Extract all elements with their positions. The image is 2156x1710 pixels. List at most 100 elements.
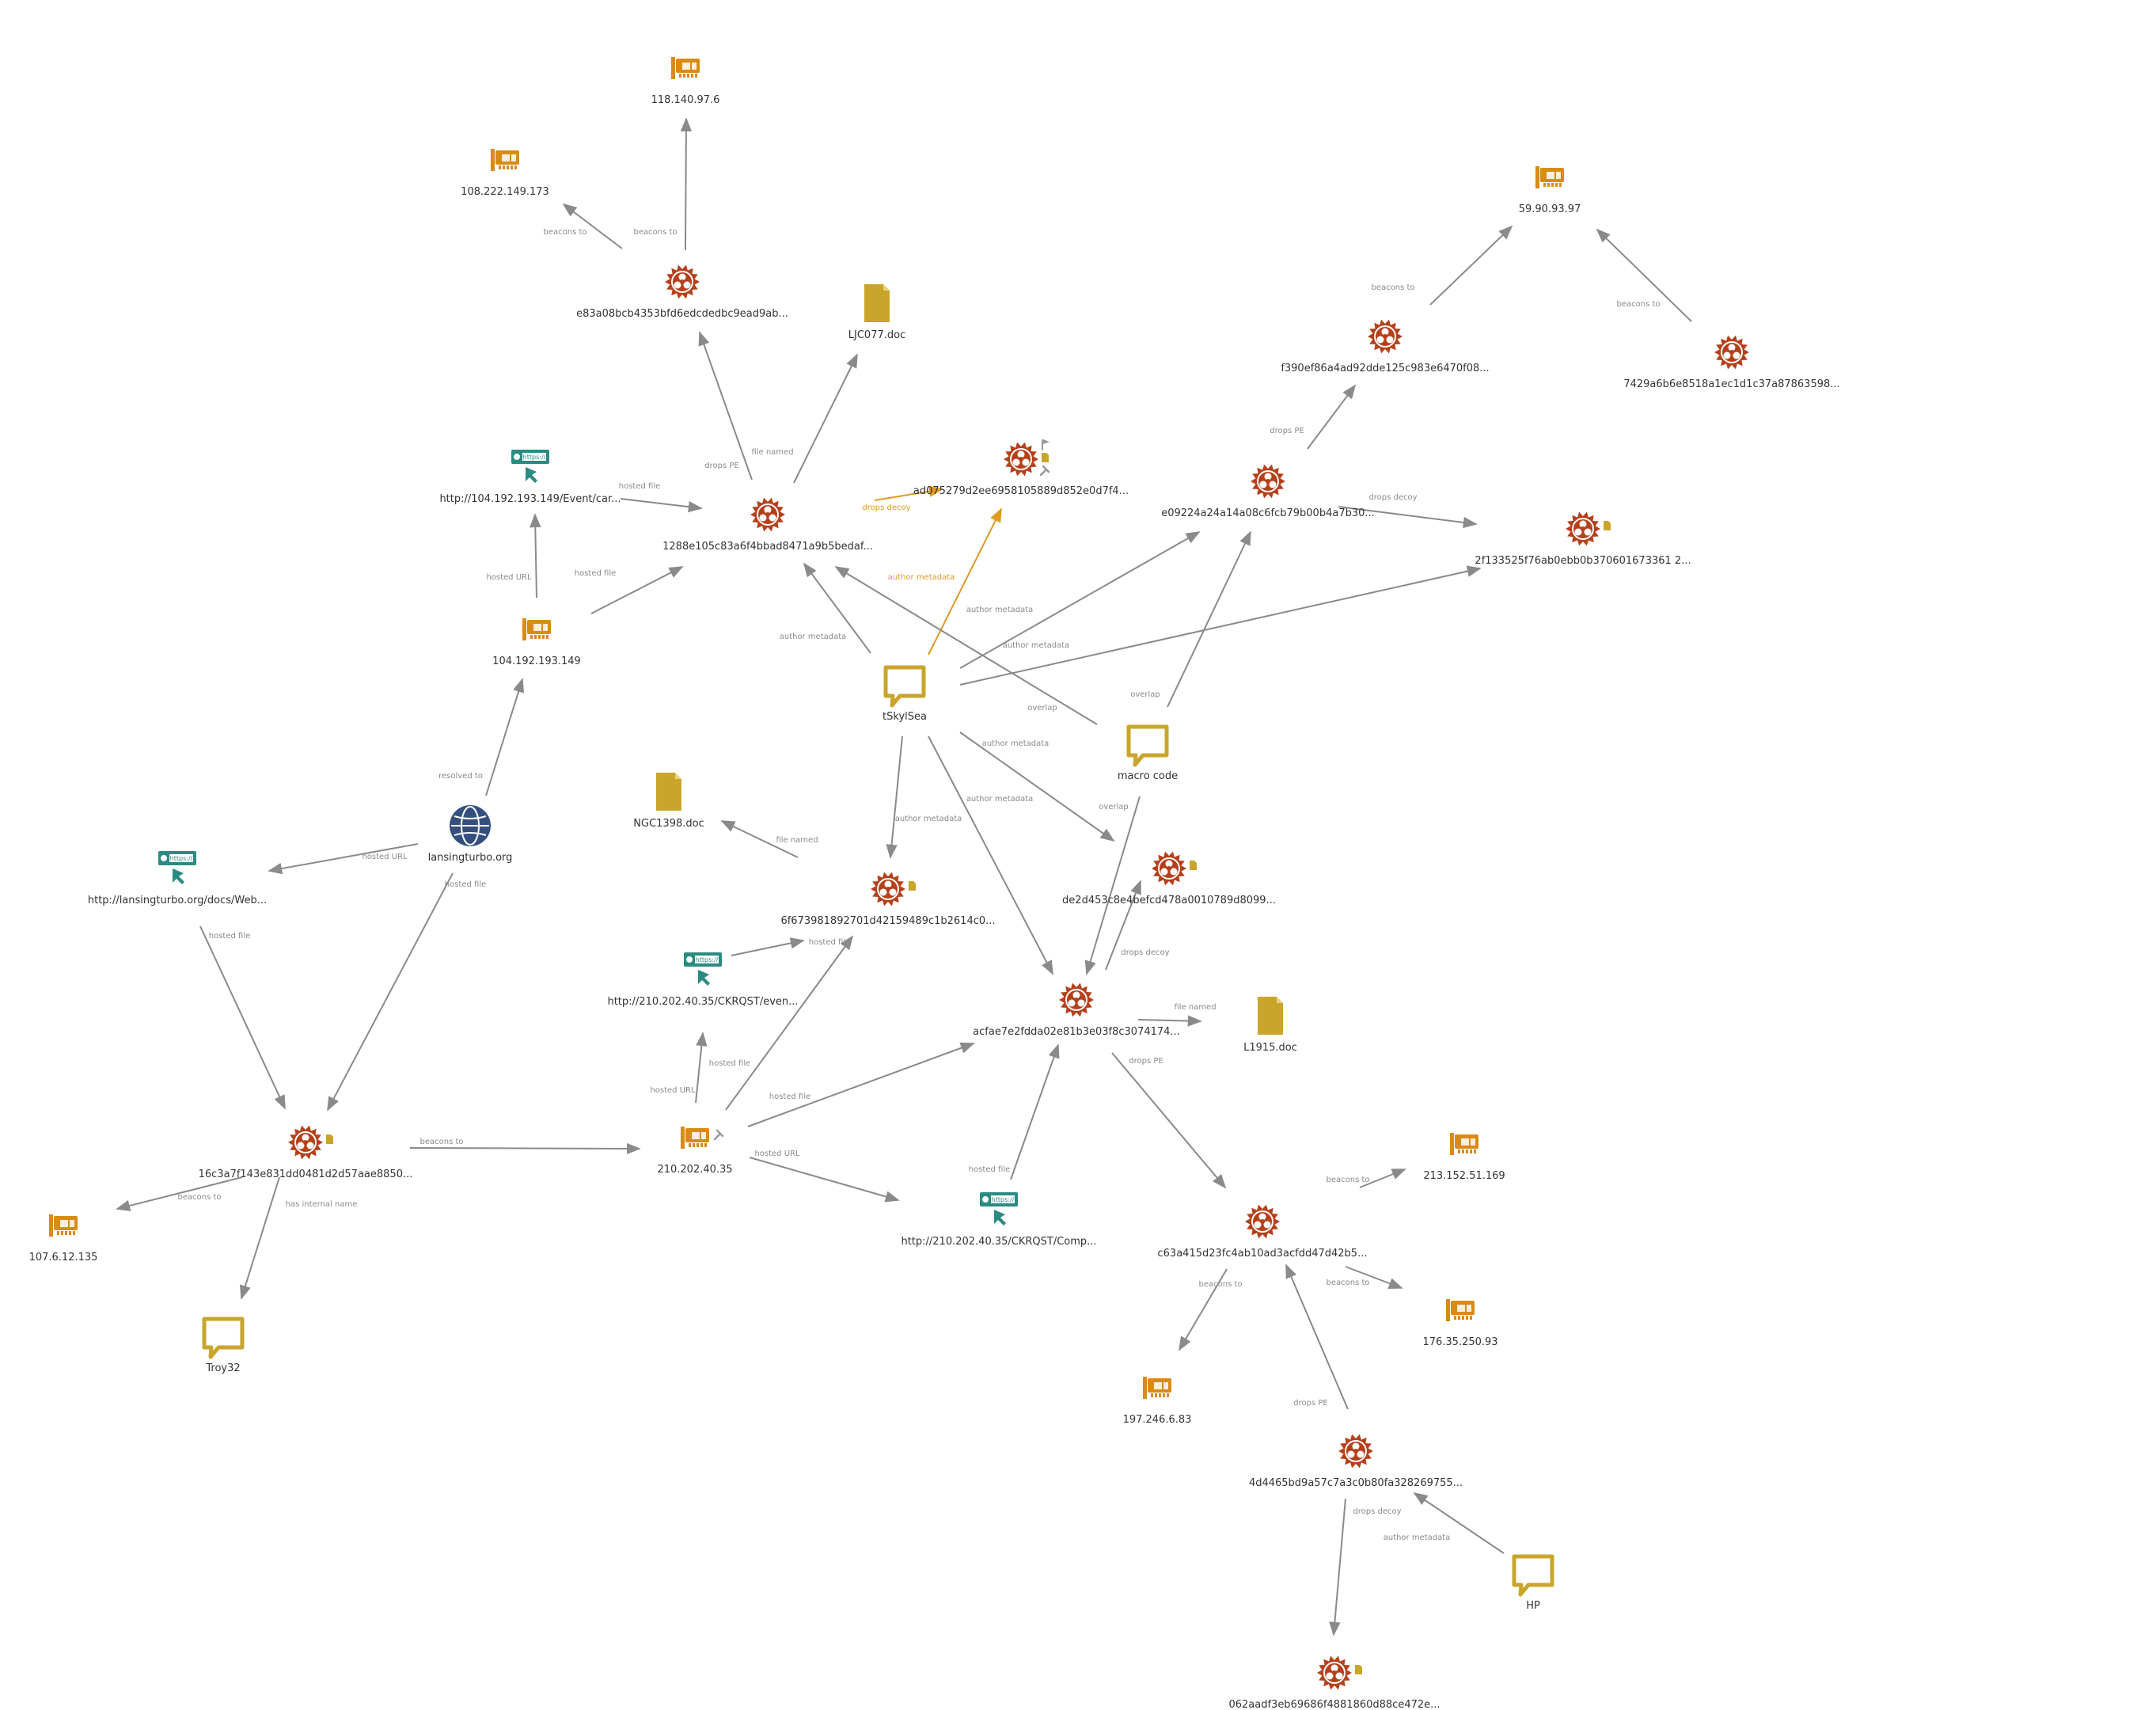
node-ip2[interactable]: 108.222.149.173 [461, 149, 549, 198]
node-doc1[interactable]: LJC077.doc [848, 284, 905, 341]
edge-mal1-ip2[interactable] [562, 203, 623, 249]
edge-ip5-mal10[interactable] [747, 1042, 975, 1127]
edge-url4-mal10[interactable] [1010, 1043, 1060, 1180]
node-mal1[interactable]: e83a08bcb4353bfd6edcdedbc9ead9ab... [576, 264, 788, 320]
edge-mal13-mal12[interactable] [1285, 1264, 1349, 1410]
edge-label: author metadata [888, 573, 955, 582]
node-mal12[interactable]: c63a415d23fc4ab10ad3acfdd47d42b5... [1158, 1204, 1368, 1260]
edge-mal11-ip8[interactable] [116, 1176, 243, 1212]
edge-mal13-mal14[interactable] [1329, 1498, 1346, 1636]
node-ip9[interactable]: 197.246.6.83 [1123, 1377, 1192, 1426]
edge-ip3-url1[interactable] [530, 513, 541, 598]
edge-mal2-mal3[interactable] [874, 485, 943, 501]
edge-url1-mal2[interactable] [620, 498, 703, 513]
node-mal13[interactable]: 4d4465bd9a57c7a3c0b80fa328269755... [1249, 1434, 1463, 1489]
edge-mal6-mal7[interactable] [1338, 506, 1478, 529]
node-doc3[interactable]: L1915.doc [1243, 997, 1297, 1054]
malware-icon [1152, 851, 1186, 886]
node-com2[interactable]: macro code [1118, 724, 1178, 782]
edge-label: beacons to [1326, 1279, 1369, 1287]
edge-url2-mal11[interactable] [199, 925, 286, 1110]
node-mal6[interactable]: e09224a24a14a08c6fcb79b00b4a7b30... [1161, 464, 1375, 519]
node-com3[interactable]: Troy32 [202, 1317, 245, 1374]
edge-dom1-mal11[interactable] [327, 872, 454, 1112]
edge-mal11-ip5[interactable] [409, 1142, 641, 1155]
node-url4[interactable]: https://http://210.202.40.35/CKRQST/Comp… [901, 1192, 1097, 1248]
node-mal7[interactable]: 2f133525f76ab0ebb0b370601673361 2... [1475, 511, 1691, 567]
node-ip8[interactable]: 107.6.12.135 [29, 1214, 98, 1264]
node-url3[interactable]: https://http://210.202.40.35/CKRQST/even… [607, 952, 799, 1008]
node-mal10[interactable]: acfae7e2fdda02e81b3e03f8c3074174... [973, 982, 1180, 1038]
node-mal11[interactable]: 16c3a7f143e831dd0481d2d57aae8850... [199, 1125, 413, 1180]
network-card-icon [1446, 1299, 1475, 1321]
malware-icon [1245, 1204, 1280, 1239]
edge-mal11-com3[interactable] [239, 1176, 280, 1300]
node-label: 104.192.193.149 [492, 656, 581, 667]
edge-mal4-ip4[interactable] [1429, 225, 1513, 306]
edge-mal5-ip4[interactable] [1596, 228, 1692, 322]
node-label: Troy32 [205, 1362, 240, 1374]
node-ip4[interactable]: 59.90.93.97 [1519, 166, 1581, 215]
node-ip7[interactable]: 176.35.250.93 [1422, 1299, 1498, 1348]
node-url1[interactable]: https://http://104.192.193.149/Event/car… [439, 450, 621, 505]
node-url2[interactable]: https://http://lansingturbo.org/docs/Web… [88, 851, 267, 906]
node-ip6[interactable]: 213.152.51.169 [1423, 1133, 1505, 1182]
edge-com4-mal13[interactable] [1413, 1492, 1505, 1554]
node-label: 062aadf3eb69686f4881860d88ce472e... [1228, 1699, 1440, 1710]
edge-mal6-mal4[interactable] [1307, 384, 1357, 450]
edge-ip5-url4[interactable] [749, 1157, 900, 1203]
edge-mal10-doc3[interactable] [1137, 1015, 1202, 1027]
node-label: 176.35.250.93 [1422, 1336, 1497, 1348]
edge-com1-mal10[interactable] [928, 735, 1053, 975]
node-mal4[interactable]: f390ef86a4ad92dde125c983e6470f08... [1281, 319, 1490, 374]
comment-icon [1512, 1554, 1554, 1597]
node-com1[interactable]: tSkylSea [883, 665, 927, 723]
edge-mal2-mal1[interactable] [698, 331, 753, 481]
edge-ip5-url3[interactable] [695, 1032, 708, 1104]
edge-com2-mal6[interactable] [1167, 530, 1251, 708]
edge-com1-mal6[interactable] [959, 531, 1201, 669]
edge-com2-mal2[interactable] [834, 566, 1098, 725]
malware-icon [1566, 511, 1600, 546]
node-dom1[interactable]: lansingturbo.org [428, 805, 513, 864]
edge-dom1-url2[interactable] [268, 843, 419, 875]
node-ip3[interactable]: 104.192.193.149 [492, 618, 581, 667]
edge-label: overlap [1027, 704, 1057, 712]
edge-ip5-mal8[interactable] [725, 935, 854, 1111]
edge-com1-mal8[interactable] [886, 735, 903, 859]
node-ip5[interactable]: 210.202.40.35 [657, 1127, 733, 1176]
edge-mal10-mal9[interactable] [1105, 880, 1141, 971]
node-mal14[interactable]: 062aadf3eb69686f4881860d88ce472e... [1228, 1655, 1440, 1710]
edge-mal10-mal12[interactable] [1111, 1052, 1227, 1189]
edge-mal1-ip1[interactable] [680, 117, 693, 251]
network-card-icon [491, 149, 519, 171]
attachment-badge-icon [1190, 861, 1197, 870]
edge-label: hosted file [809, 938, 851, 947]
edge-url3-mal8[interactable] [731, 937, 805, 956]
edge-com1-mal2[interactable] [803, 562, 871, 654]
edge-com1-mal9[interactable] [959, 732, 1115, 842]
edge-dom1-ip3[interactable] [485, 678, 525, 796]
edge-mal2-doc1[interactable] [793, 353, 858, 484]
svg-text:https://: https:// [170, 855, 193, 862]
node-mal5[interactable]: 7429a6b6e8518a1ec1d1c37a87863598... [1623, 335, 1840, 390]
edge-mal12-ip9[interactable] [1179, 1268, 1228, 1351]
node-mal3[interactable]: ad075279d2ee6958105889d852e0d7f4... [913, 439, 1129, 497]
edge-com1-mal3[interactable] [928, 507, 1002, 656]
edge-ip3-mal2[interactable] [590, 566, 684, 614]
node-ip1[interactable]: 118.140.97.6 [651, 57, 720, 106]
node-mal8[interactable]: 6f673981892701d42159489c1b2614c0... [780, 872, 996, 927]
node-label: 2f133525f76ab0ebb0b370601673361 2... [1475, 555, 1691, 567]
node-label: http://104.192.193.149/Event/car... [439, 493, 621, 505]
node-doc2[interactable]: NGC1398.doc [633, 773, 704, 830]
edge-mal12-ip7[interactable] [1345, 1266, 1403, 1289]
edge-mal12-ip6[interactable] [1359, 1168, 1406, 1188]
node-mal2[interactable]: 1288e105c83a6f4bbad8471a9b5bedaf... [662, 497, 873, 553]
edge-mal8-doc2[interactable] [720, 820, 799, 858]
edge-label: author metadata [895, 815, 962, 823]
edge-com1-mal7[interactable] [959, 565, 1482, 686]
edge-com2-mal10[interactable] [1084, 796, 1141, 975]
node-com4[interactable]: HP [1512, 1554, 1554, 1612]
node-mal9[interactable]: de2d453c8e4befcd478a0010789d8099... [1062, 851, 1276, 906]
